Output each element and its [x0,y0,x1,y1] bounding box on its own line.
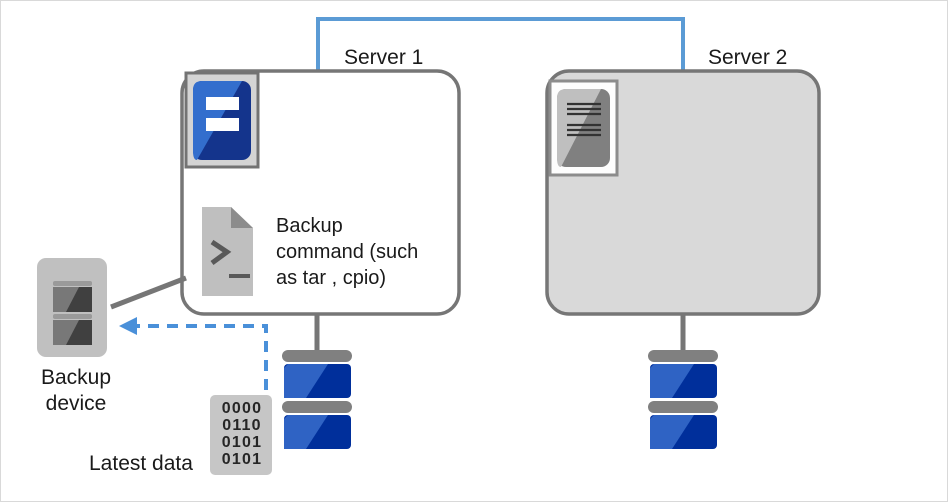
server-link-bracket [316,17,685,71]
server2-disk-stack[interactable] [648,314,718,449]
backup-command-label: Backup command (such as tar , cpio) [276,215,419,289]
server2-title: Server 2 [708,46,788,69]
backup-connector-line [110,275,187,310]
binary-data-label: 0000 0110 0101 0101 [221,400,263,468]
server-icon-active [184,71,260,169]
binary-data-icon [210,395,272,475]
server1-title: Server 1 [344,46,424,69]
script-file-icon [202,207,253,296]
backup-device-icon[interactable] [37,258,107,357]
server1-disk-stack[interactable] [282,314,352,449]
server-icon-inactive [548,79,619,177]
backup-device-label: Backup device [40,366,112,415]
dashed-left-arrow-icon [119,317,268,390]
latest-data-label: Latest data [89,452,193,475]
